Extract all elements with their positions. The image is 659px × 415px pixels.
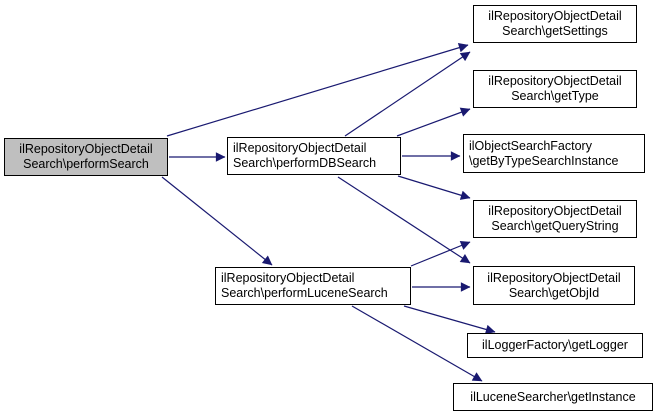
node-getSettings[interactable]: ilRepositoryObjectDetail Search\getSetti… [473,5,637,43]
edge-performLuceneSearch-getLogger [403,305,496,335]
node-getQueryString[interactable]: ilRepositoryObjectDetail Search\getQuery… [473,200,637,238]
edge-performDBSearch-getType [396,107,471,137]
node-getType[interactable]: ilRepositoryObjectDetail Search\getType [473,70,637,108]
node-getInstance[interactable]: ilLuceneSearcher\getInstance [453,383,653,411]
edge-performDBSearch-getSettings [344,51,471,137]
node-performSearch: ilRepositoryObjectDetail Search\performS… [4,138,168,176]
edge-performSearch-performLuceneSearch [161,176,273,266]
edge-performLuceneSearch-getQueryString [410,240,471,267]
edge-performLuceneSearch-getInstance [351,305,483,382]
node-getObjId[interactable]: ilRepositoryObjectDetail Search\getObjId [473,266,635,305]
edge-performDBSearch-getObjId [337,176,471,264]
node-getLogger[interactable]: ilLoggerFactory\getLogger [467,333,643,358]
edge-performSearch-getSettings [166,43,469,137]
node-performDBSearch[interactable]: ilRepositoryObjectDetail Search\performD… [227,137,401,175]
node-getByTypeSearchInstance[interactable]: ilObjectSearchFactory \getByTypeSearchIn… [463,134,645,173]
node-performLuceneSearch[interactable]: ilRepositoryObjectDetail Search\performL… [215,267,411,305]
edge-performDBSearch-getQueryString [397,175,471,200]
